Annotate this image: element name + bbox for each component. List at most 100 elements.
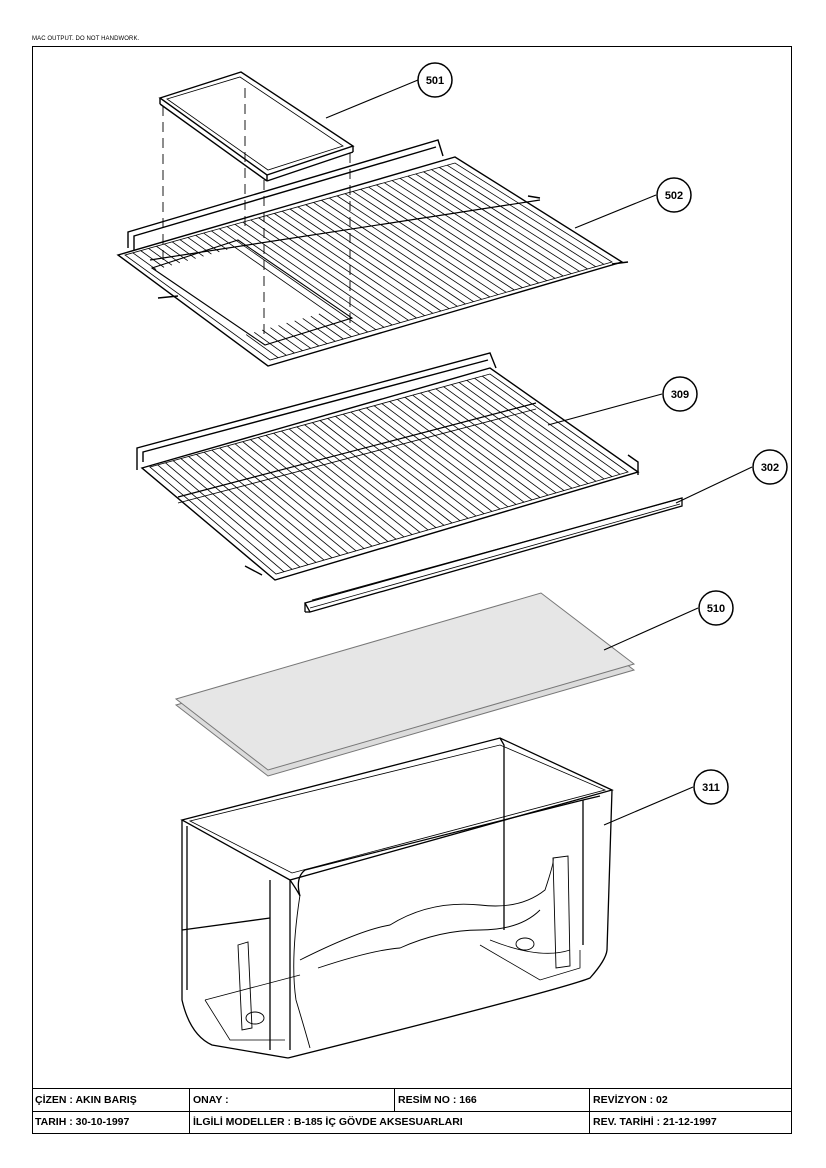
shelf-wire: [366, 407, 501, 510]
part-510-glass-plate: [174, 592, 636, 777]
shelf-wire: [211, 449, 341, 556]
shelf-wire: [310, 315, 344, 340]
shelf-wire: [391, 180, 548, 282]
shelf-wire: [297, 206, 450, 309]
revision-cell: REVİZYON : 02: [589, 1089, 792, 1111]
date-cell: TARIH : 30-10-1997: [35, 1116, 130, 1128]
shelf-wire: [439, 167, 596, 268]
drawing-number-cell: RESİM NO : 166: [394, 1089, 589, 1111]
shelf-wire: [302, 318, 336, 342]
shelf-wire: [188, 456, 317, 563]
shelf-wire: [242, 221, 393, 326]
related-models-cell: İLGİLİ MODELLER : B-185 İÇ GÖVDE AKSESUA…: [189, 1111, 589, 1133]
shelf-wire: [254, 331, 287, 356]
shelf-wire: [352, 191, 507, 293]
shelf-wire: [350, 411, 485, 515]
shelf-wire: [415, 173, 572, 275]
callout-label-510: 510: [707, 603, 725, 615]
callout-bubble-302: [752, 449, 788, 485]
shelf-wire: [211, 230, 360, 335]
shelf-wire: [234, 224, 385, 328]
shelf-wire: [274, 213, 425, 316]
title-block-row-1: ÇİZEN : AKIN BARIŞ ONAY : RESİM NO : 166…: [32, 1089, 792, 1112]
shelf-wire: [435, 388, 573, 489]
shelf-wire: [227, 445, 357, 552]
shelf-wire: [335, 415, 469, 519]
shelf-wire: [458, 382, 597, 482]
shelf-wire: [389, 401, 525, 503]
shelf-wire: [140, 250, 165, 268]
approval-cell: ONAY :: [189, 1089, 394, 1111]
shelf-wire: [381, 403, 517, 505]
shelf-wire: [265, 434, 397, 540]
shelf-wire: [157, 464, 285, 572]
shelf-wire: [412, 394, 549, 496]
shelf-wire: [179, 239, 204, 257]
shelf-wire: [278, 325, 311, 349]
shelf-wire: [399, 177, 556, 279]
callout-bubble-510: [698, 590, 734, 626]
shelf-wire: [474, 377, 613, 477]
shelf-wire: [148, 248, 173, 266]
shelf-wire: [404, 396, 541, 498]
revision-date-cell: REV. TARİHİ : 21-12-1997: [589, 1111, 792, 1133]
callout-label-502: 502: [665, 190, 683, 202]
shelf-wire: [273, 432, 405, 538]
shelf-wire: [319, 420, 453, 524]
part-502-wire-shelf: [116, 139, 629, 367]
shelf-wire: [164, 243, 188, 262]
shelf-wire: [266, 215, 417, 319]
shelf-wire: [373, 405, 509, 508]
callout-bubble-502: [656, 177, 692, 213]
shelf-wire: [187, 237, 212, 255]
shelf-wire: [258, 217, 409, 321]
shelf-wire: [384, 182, 539, 284]
shelf-wire: [376, 184, 531, 286]
shelf-wire: [368, 186, 523, 289]
shelf-wire: [219, 228, 368, 333]
callout-label-501: 501: [426, 75, 444, 87]
callout-labels: 501 502 309 302 510 311: [426, 75, 779, 794]
shelf-wire: [234, 443, 365, 549]
shelf-wire: [165, 462, 293, 570]
shelf-wire: [451, 384, 589, 484]
shelf-wire: [286, 322, 320, 347]
shelf-wire: [358, 409, 493, 512]
title-block: ÇİZEN : AKIN BARIŞ ONAY : RESİM NO : 166…: [32, 1088, 792, 1134]
shelf-wire: [305, 204, 458, 307]
shelf-wire: [171, 241, 196, 259]
shelf-wire: [329, 197, 482, 300]
shelf-wire: [321, 199, 474, 302]
shelf-wire: [219, 447, 349, 554]
shelf-wire: [431, 169, 588, 270]
callout-bubble-311: [693, 769, 729, 805]
shelf-wire: [318, 313, 352, 337]
shelf-wire: [344, 193, 499, 296]
shelf-wire: [281, 430, 413, 535]
shelf-wire: [466, 380, 605, 480]
shelf-wire: [257, 437, 389, 542]
shelf-wire: [313, 202, 466, 305]
shelf-wire: [327, 418, 461, 521]
shelf-wire: [196, 454, 325, 561]
part-309-wire-shelf: [136, 352, 640, 581]
shelf-wire: [342, 413, 477, 517]
callout-label-309: 309: [671, 389, 689, 401]
callout-bubble-501: [417, 62, 453, 98]
shelf-wire: [294, 320, 328, 344]
drawn-by-cell: ÇİZEN : AKIN BARIŞ: [35, 1094, 137, 1106]
shelf-wire: [427, 390, 565, 491]
shelf-wire: [132, 252, 157, 270]
shelf-wire: [397, 399, 533, 501]
shelf-wire: [245, 334, 279, 358]
shelf-wire: [281, 210, 434, 314]
shelf-wire: [360, 188, 515, 291]
shelf-wire: [172, 460, 301, 568]
drawing-frame: [32, 46, 792, 1134]
shelf-wire: [296, 426, 429, 531]
part-501-tray: [158, 71, 355, 340]
shelf-wire: [156, 245, 181, 264]
shelf-wire: [482, 375, 621, 475]
callouts: [325, 62, 788, 826]
